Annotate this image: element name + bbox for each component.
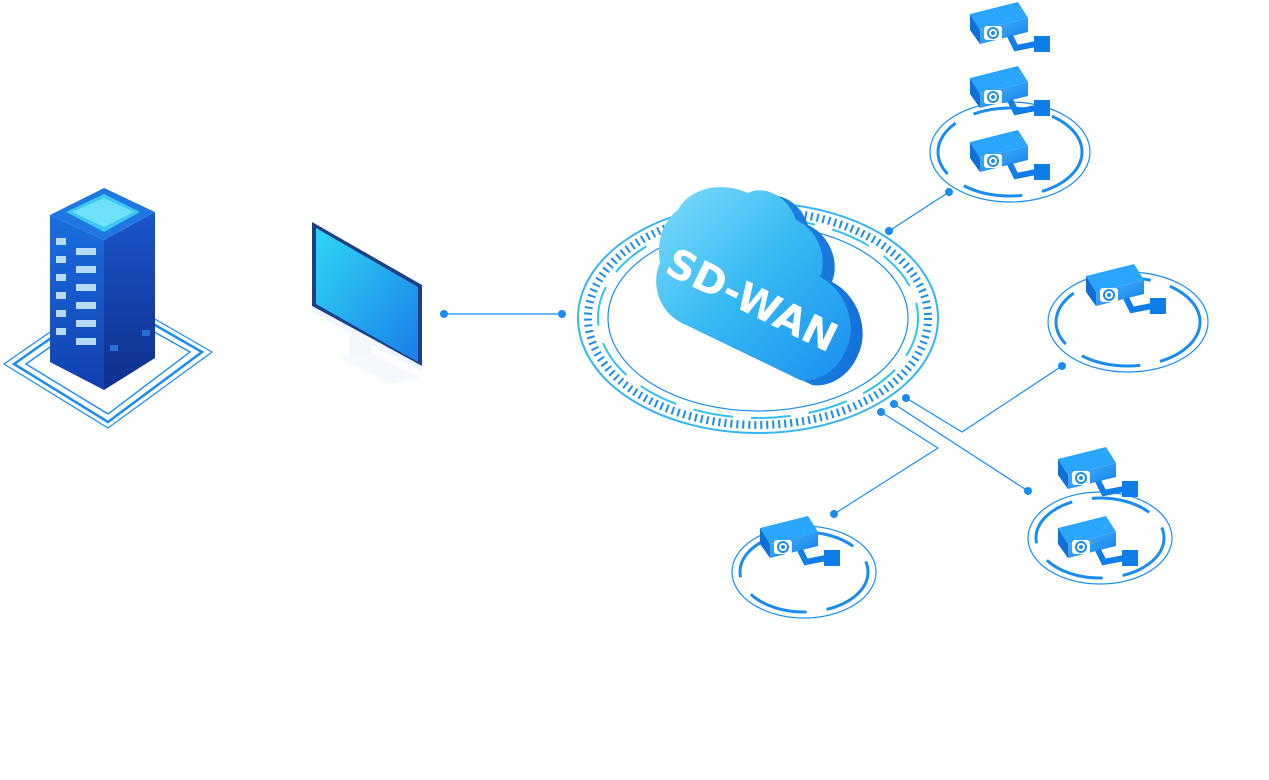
link-cloud-bottom (833, 411, 940, 515)
cctv-camera-icon (760, 516, 840, 566)
cctv-camera-icon (970, 2, 1050, 52)
camera-cluster-bottom (760, 516, 840, 566)
camera-cluster-top (970, 2, 1050, 180)
link-cloud-top (888, 191, 950, 232)
connection-dots (440, 188, 1066, 518)
cctv-camera-icon (1058, 447, 1138, 497)
link-cloud-bottom-right (893, 403, 1029, 492)
link-cloud-right (905, 365, 1063, 433)
camera-cluster-bottom-right (1058, 447, 1138, 566)
cloud-icon: SD-WAN (656, 187, 863, 386)
monitor-icon (312, 222, 422, 384)
cctv-camera-icon (970, 130, 1050, 180)
connection-lines (444, 191, 1063, 515)
camera-cluster-bottom-right-ring (1027, 491, 1173, 585)
camera-cluster-right (1086, 264, 1166, 314)
cctv-camera-icon (1086, 264, 1166, 314)
cctv-camera-icon (1058, 516, 1138, 566)
server-rack-icon (2, 188, 214, 429)
